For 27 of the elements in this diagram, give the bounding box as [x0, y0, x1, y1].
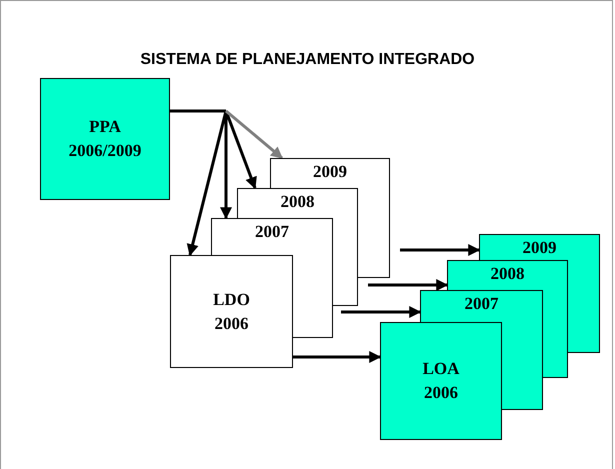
node-label: 2008: [490, 263, 526, 285]
node-label: PPA 2006/2009: [68, 116, 142, 162]
arrow: [225, 110, 283, 160]
node-label: 2009: [522, 237, 558, 259]
node-label: 2007: [254, 221, 290, 243]
arrow: [224, 110, 257, 190]
process-box: [170, 255, 293, 368]
arrow: [186, 110, 228, 256]
arrow: [400, 244, 480, 256]
process-box: [447, 260, 568, 291]
process-box: [40, 78, 170, 200]
connector-line: [170, 110, 226, 112]
process-box: [237, 188, 358, 219]
process-box: [270, 158, 390, 189]
arrow: [341, 306, 422, 318]
node-label: LDO 2006: [212, 288, 251, 334]
node-label: 2009: [312, 161, 348, 183]
node-label: 2008: [280, 191, 316, 213]
process-box: [380, 322, 502, 440]
title: SISTEMA DE PLANEJAMENTO INTEGRADO: [139, 50, 476, 70]
node-label: 2007: [464, 293, 500, 315]
process-box: [211, 218, 333, 256]
node-label: LOA 2006: [422, 358, 460, 404]
process-box: [420, 290, 543, 323]
arrow: [293, 351, 382, 363]
process-box: [479, 234, 600, 261]
arrow: [368, 279, 448, 291]
